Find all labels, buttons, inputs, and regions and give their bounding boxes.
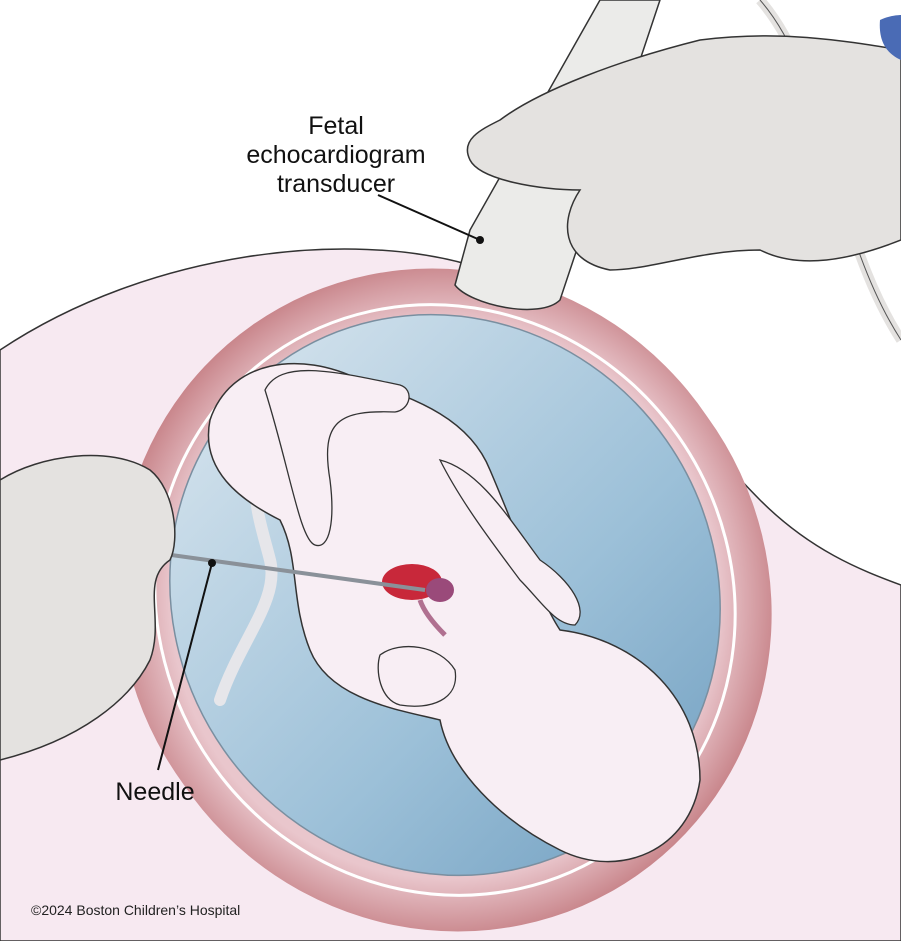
copyright-notice: ©2024 Boston Children’s Hospital	[31, 902, 241, 918]
fetus-leg	[264, 369, 410, 547]
transducer-label-line-3: transducer	[276, 170, 396, 198]
transducer-leader-line	[377, 194, 481, 241]
glove-right	[466, 35, 901, 271]
transducer-label-line-2: echocardiogram	[246, 141, 426, 169]
fetus-hand	[377, 645, 457, 707]
sleeve	[879, 15, 901, 60]
transducer-leader-dot	[476, 236, 484, 244]
fetus-arm	[438, 459, 581, 626]
glove-left	[0, 454, 176, 761]
needle-label: Needle	[115, 778, 195, 806]
heart-atrium	[426, 578, 454, 602]
needle-leader-dot	[208, 559, 216, 567]
uterus-lining	[153, 303, 737, 897]
transducer-label-line-1: Fetal	[308, 112, 364, 140]
fetal-heart	[382, 564, 454, 637]
heart-vessel	[417, 599, 447, 637]
needle-leader-line	[157, 562, 213, 771]
transducer-label: Fetal echocardiogram transducer	[236, 112, 436, 199]
